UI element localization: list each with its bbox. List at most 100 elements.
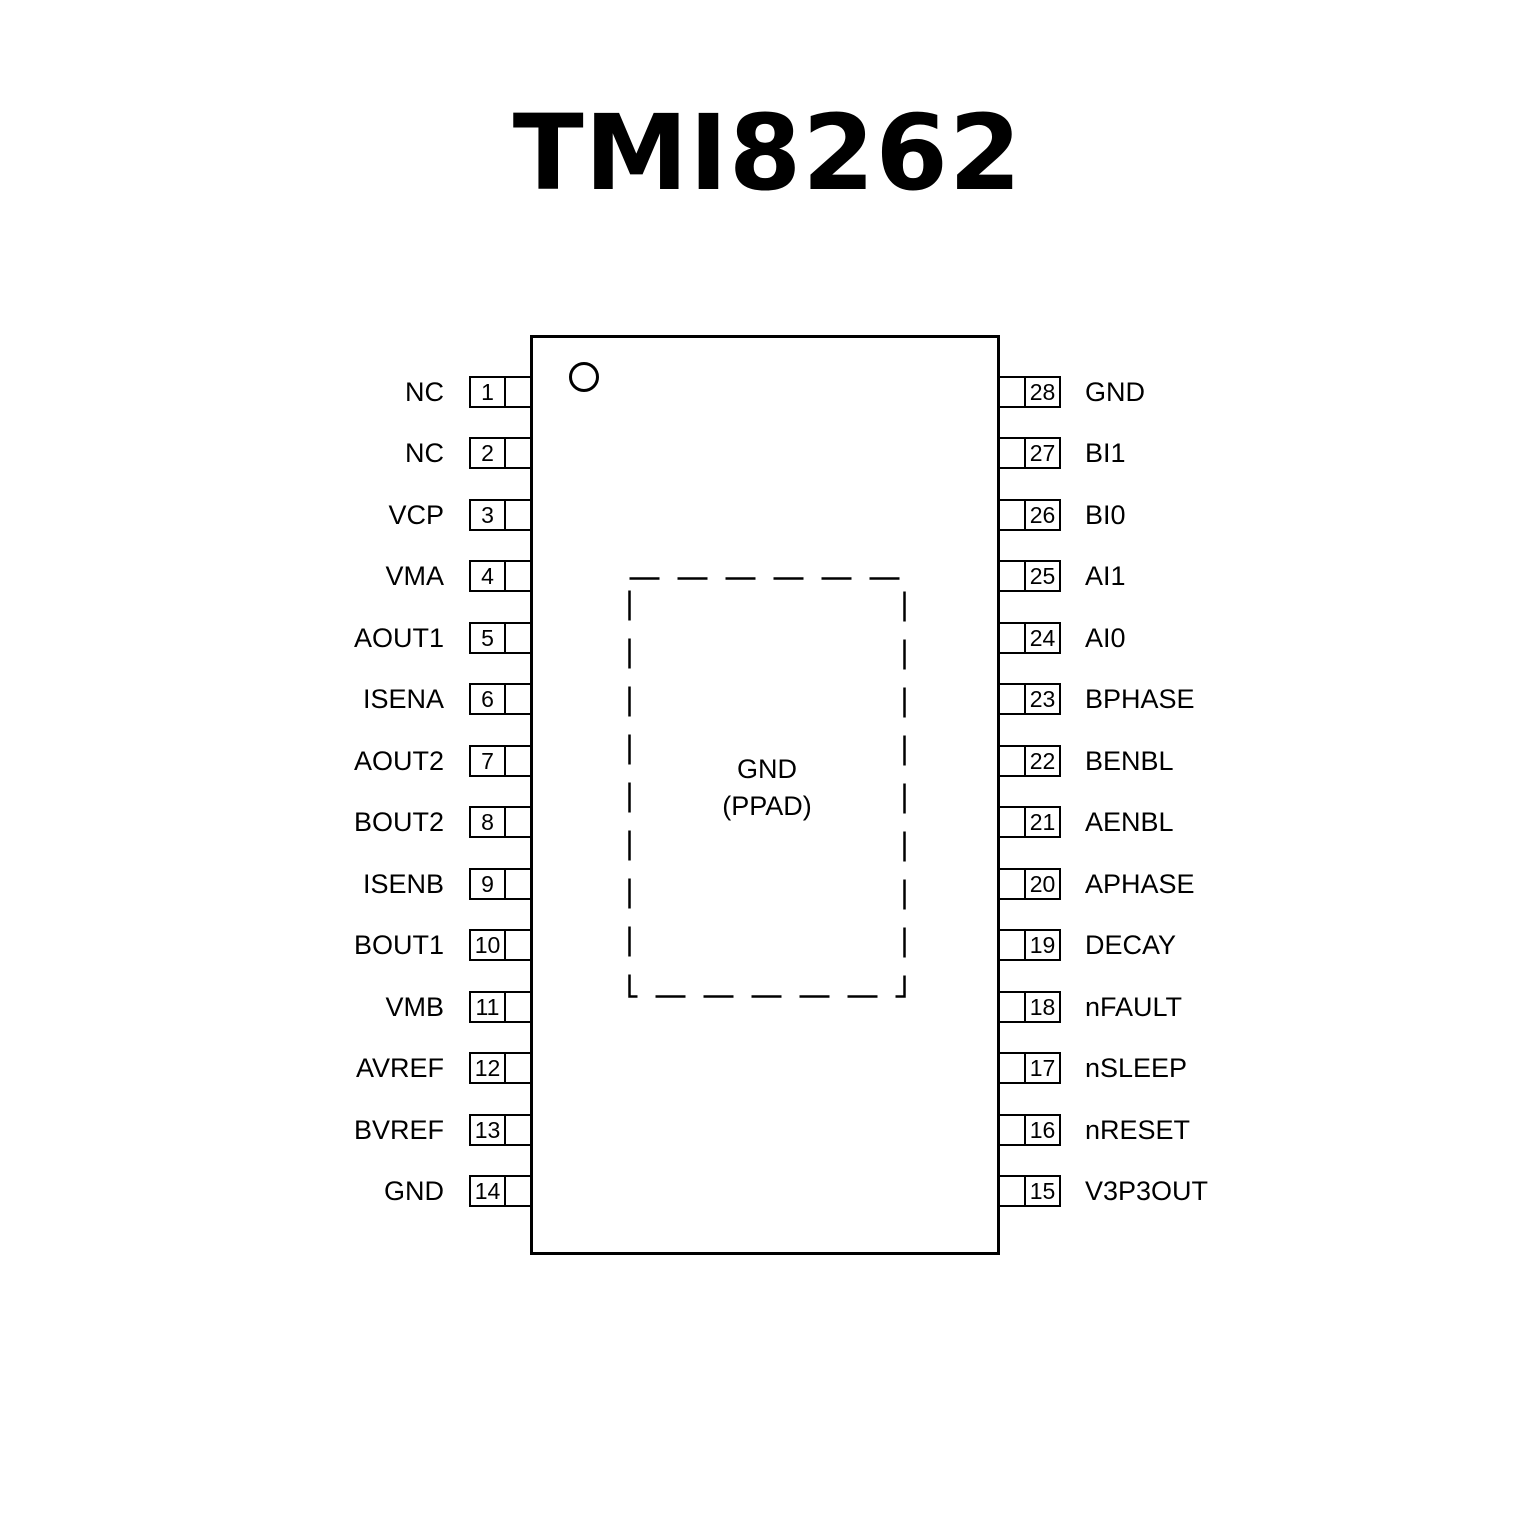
pin-row-right-24: 24 AI0 [1000,622,1126,654]
pin-number: 18 [1024,991,1061,1023]
pin-label: VMB [385,991,444,1022]
pin-lead [506,376,530,408]
pin-number: 25 [1024,560,1061,592]
pin-row-left-3: VCP 3 [388,499,530,531]
pin-label: AOUT2 [353,745,444,776]
pin-number: 9 [469,868,506,900]
pin1-indicator-circle [569,362,599,392]
pin-lead [506,683,530,715]
pin-lead [1000,991,1024,1023]
pin-number: 8 [469,806,506,838]
pin-lead [506,745,530,777]
pin-lead [1000,376,1024,408]
pin-lead [1000,1052,1024,1084]
pin-lead [1000,560,1024,592]
pin-number: 26 [1024,499,1061,531]
pin-number: 17 [1024,1052,1061,1084]
pin-lead [506,991,530,1023]
pin-row-right-20: 20 APHASE [1000,868,1195,900]
pin-label: BVREF [353,1114,444,1145]
pin-row-left-13: BVREF 13 [354,1114,530,1146]
pin-label: BOUT2 [353,806,444,837]
pin-row-left-14: GND 14 [384,1175,530,1207]
pin-label: VCP [388,499,444,530]
pin-label: V3P3OUT [1085,1175,1209,1206]
pin-row-right-21: 21 AENBL [1000,806,1174,838]
pin-label: ISENA [362,683,444,714]
pin-lead [506,1175,530,1207]
pin-lead [506,929,530,961]
pin-row-left-12: AVREF 12 [356,1052,530,1084]
pin-number: 2 [469,437,506,469]
pin-lead [506,1052,530,1084]
pin-row-right-15: 15 V3P3OUT [1000,1175,1208,1207]
pin-label: BENBL [1085,745,1174,776]
pin-row-right-17: 17 nSLEEP [1000,1052,1187,1084]
pin-row-right-16: 16 nRESET [1000,1114,1190,1146]
page-title: TMI8262 [512,92,1023,214]
pin-label: APHASE [1085,868,1195,899]
pin-row-right-19: 19 DECAY [1000,929,1176,961]
pin-label: ISENB [362,868,444,899]
pin-label: GND [384,1175,444,1206]
pin-lead [1000,868,1024,900]
pin-lead [1000,499,1024,531]
pin-label: AI1 [1085,560,1126,591]
pin-lead [1000,1114,1024,1146]
pin-label: DECAY [1085,929,1177,960]
pin-number: 4 [469,560,506,592]
pin-row-left-6: ISENA 6 [363,683,530,715]
pin-number: 16 [1024,1114,1061,1146]
pin-number: 24 [1024,622,1061,654]
pin-number: 21 [1024,806,1061,838]
pin-lead [506,868,530,900]
pin-row-left-2: NC 2 [405,437,530,469]
pin-label: AVREF [355,1052,444,1083]
pin-number: 12 [469,1052,506,1084]
pin-lead [1000,683,1024,715]
pin-row-right-27: 27 BI1 [1000,437,1126,469]
pin-label: AI0 [1085,622,1126,653]
pin-number: 6 [469,683,506,715]
pin-label: nSLEEP [1085,1052,1188,1083]
pin-number: 22 [1024,745,1061,777]
pin-number: 1 [469,376,506,408]
pin-label: AENBL [1085,806,1174,837]
pin-label: NC [405,437,444,468]
pin-label: nFAULT [1085,991,1183,1022]
pin-lead [1000,622,1024,654]
pin-number: 23 [1024,683,1061,715]
pin-lead [506,806,530,838]
pin-row-left-10: BOUT1 10 [354,929,530,961]
pin-number: 3 [469,499,506,531]
pin-number: 5 [469,622,506,654]
pin-label: BOUT1 [353,929,444,960]
pin-number: 15 [1024,1175,1061,1207]
pin-row-right-23: 23 BPHASE [1000,683,1195,715]
pin-lead [506,560,530,592]
pin-lead [1000,437,1024,469]
pin-number: 14 [469,1175,506,1207]
pin-lead [506,437,530,469]
pad-label-line1: GND [737,754,797,785]
pin-row-right-22: 22 BENBL [1000,745,1174,777]
pin-row-left-11: VMB 11 [385,991,530,1023]
pin-number: 19 [1024,929,1061,961]
pin-row-right-26: 26 BI0 [1000,499,1126,531]
pin-label: nRESET [1085,1114,1191,1145]
pin-label: GND [1085,376,1145,407]
chip-package-outline: GND (PPAD) [530,335,1000,1255]
pin-row-left-4: VMA 4 [385,560,530,592]
pin-lead [506,499,530,531]
pin-lead [1000,745,1024,777]
pin-row-left-9: ISENB 9 [363,868,530,900]
pin-row-right-25: 25 AI1 [1000,560,1126,592]
pad-dashed-border [628,577,906,998]
pad-label-line2: (PPAD) [722,790,812,821]
pin-label: NC [405,376,444,407]
pin-number: 7 [469,745,506,777]
pin-lead [506,622,530,654]
pin-row-right-28: 28 GND [1000,376,1145,408]
pin-number: 13 [469,1114,506,1146]
